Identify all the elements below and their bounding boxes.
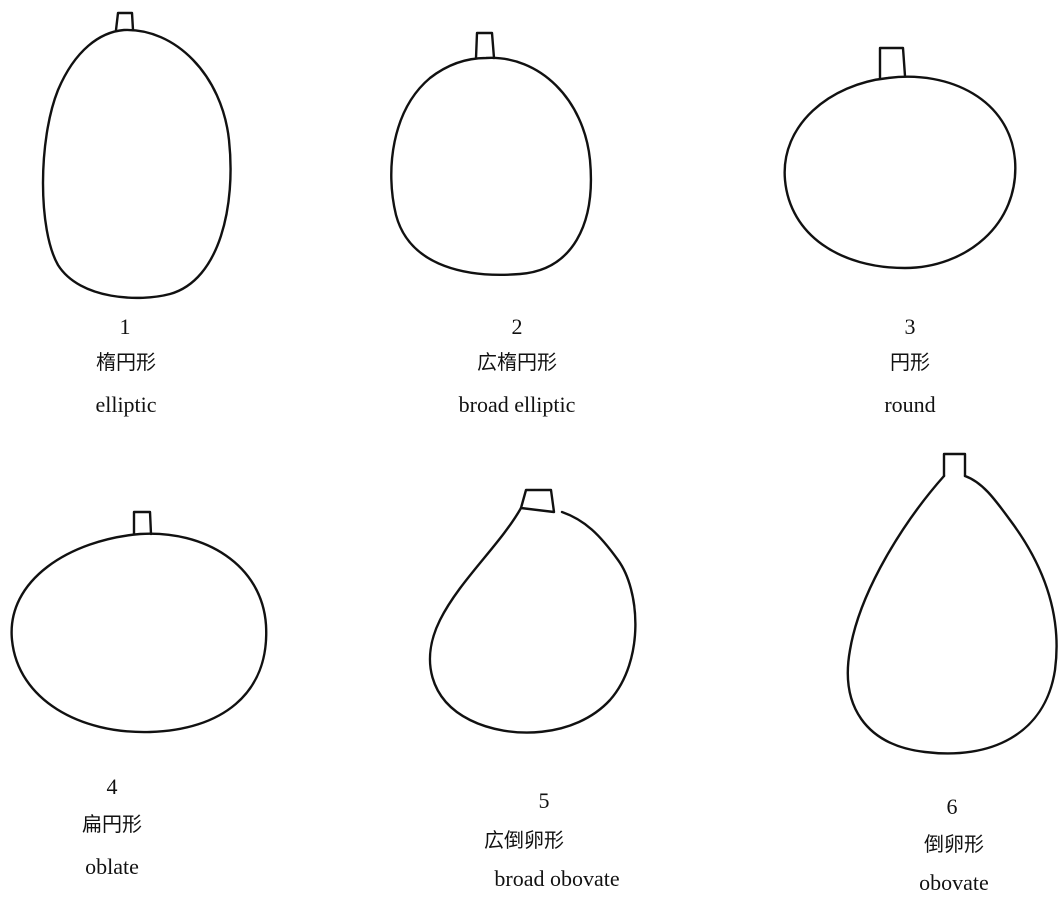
shape-label-en: oblate	[85, 854, 139, 879]
shape-label-ja: 広楕円形	[477, 350, 557, 374]
shape-number: 2	[511, 314, 523, 339]
shape-label-ja: 倒卵形	[924, 832, 984, 856]
shape-label-en: round	[884, 392, 936, 417]
fruit-outline	[783, 75, 1017, 270]
shape-label-ja: 円形	[890, 350, 930, 374]
stem	[474, 31, 496, 60]
fruit-outline	[428, 506, 637, 734]
shape-number: 1	[119, 314, 131, 339]
shape-label-ja: 扁円形	[82, 812, 142, 836]
shape-number: 3	[904, 314, 916, 339]
shape-number: 6	[946, 794, 958, 819]
shape-label-en: obovate	[919, 870, 989, 895]
fruit-outline	[846, 474, 1058, 755]
stem	[942, 452, 967, 478]
fruit-outline	[10, 532, 268, 734]
shape-label-ja: 楕円形	[96, 350, 156, 374]
fruit-outline	[390, 56, 593, 276]
shape-label-en: elliptic	[95, 392, 157, 417]
stem	[878, 46, 907, 80]
fruit-outline	[41, 28, 232, 300]
shape-number: 5	[538, 788, 550, 813]
shape-label-en: broad elliptic	[458, 392, 576, 417]
stem	[519, 488, 556, 514]
stem	[114, 11, 135, 32]
shape-label-en: broad obovate	[494, 866, 620, 891]
stem	[132, 510, 153, 536]
shape-label-ja: 広倒卵形	[484, 828, 564, 852]
shape-number: 4	[106, 774, 118, 799]
